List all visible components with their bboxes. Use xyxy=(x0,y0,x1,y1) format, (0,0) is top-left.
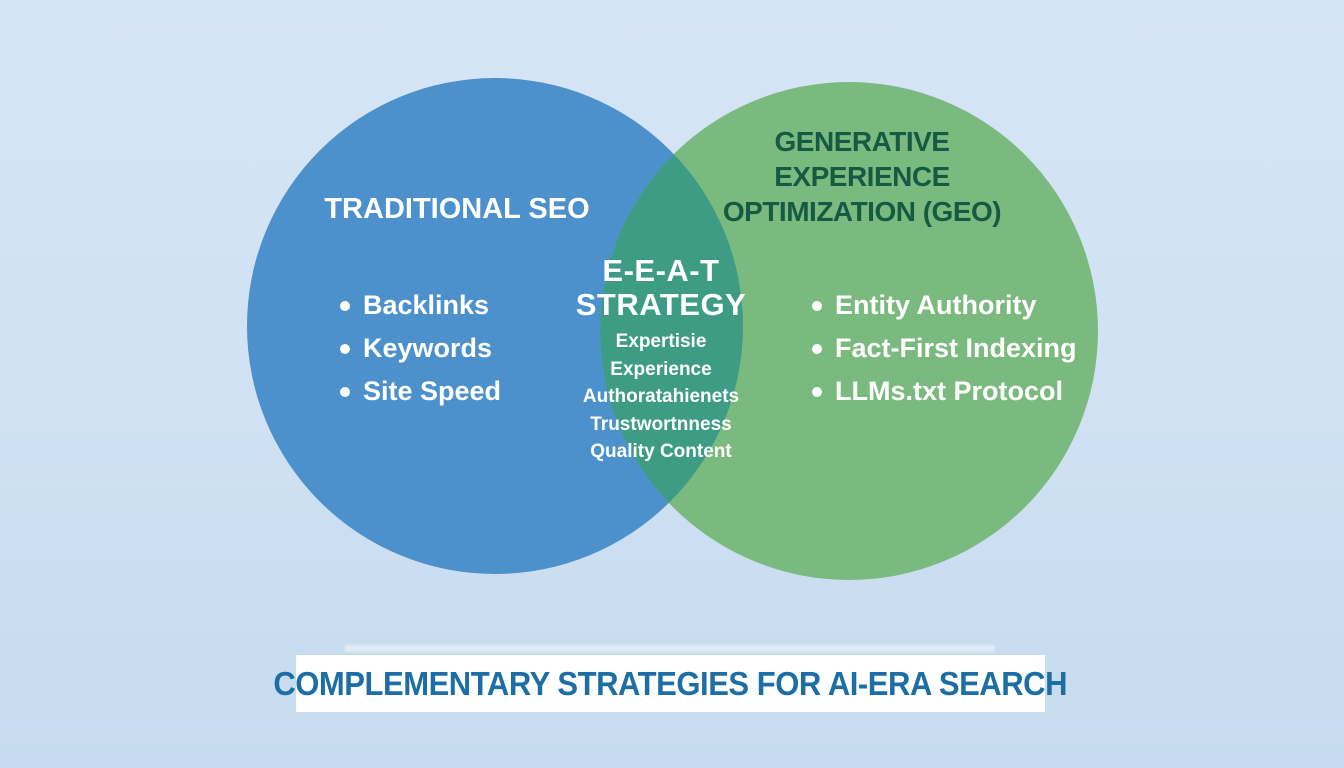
bullet-icon xyxy=(812,300,822,311)
overlap-item: Authoratahienets xyxy=(582,386,740,407)
list-item: Entity Authority xyxy=(812,284,1132,327)
list-item: LLMs.txt Protocol xyxy=(812,370,1132,413)
list-item: Keywords xyxy=(340,327,640,370)
right-title-line: EXPERIENCE xyxy=(774,161,950,192)
list-item-label: Keywords xyxy=(363,333,493,363)
overlap-title: E-E-A-T STRATEGY xyxy=(541,254,781,322)
list-item-label: Backlinks xyxy=(363,290,490,320)
overlap-title-line: STRATEGY xyxy=(575,287,747,322)
overlap-title-line: E-E-A-T xyxy=(602,253,720,288)
right-title-line: GENERATIVE xyxy=(774,126,950,157)
list-item-label: Entity Authority xyxy=(835,290,1037,320)
overlap-item: Trustwortnness xyxy=(590,413,732,435)
right-circle-list: Entity Authority Fact-First Indexing LLM… xyxy=(812,284,1132,413)
overlap-item: Quality Content xyxy=(590,441,732,462)
list-item: Backlinks xyxy=(340,284,640,327)
bullet-icon xyxy=(340,300,350,311)
left-circle-list: Backlinks Keywords Site Speed xyxy=(340,284,640,413)
bullet-icon xyxy=(812,343,822,354)
overlap-item: Expertisie xyxy=(615,331,707,352)
bullet-icon xyxy=(340,343,350,354)
list-item-label: Site Speed xyxy=(363,376,502,406)
list-item-label: LLMs.txt Protocol xyxy=(835,376,1063,406)
banner-title: COMPLEMENTARY STRATEGIES FOR AI-ERA SEAR… xyxy=(273,664,1068,702)
bullet-icon xyxy=(340,386,350,397)
left-circle-title: TRADITIONAL SEO xyxy=(324,193,590,225)
overlap-list: Expertisie Experience Authoratahienets T… xyxy=(521,328,801,466)
list-item: Site Speed xyxy=(340,370,640,413)
render-artifact xyxy=(345,645,995,652)
right-circle-title: GENERATIVE EXPERIENCE OPTIMIZATION (GEO) xyxy=(712,124,1012,229)
left-circle-traditional-seo xyxy=(247,78,743,574)
right-title-line: OPTIMIZATION (GEO) xyxy=(722,196,1002,227)
list-item-label: Fact-First Indexing xyxy=(835,333,1077,363)
overlap-item: Experience xyxy=(610,358,712,380)
title-banner: COMPLEMENTARY STRATEGIES FOR AI-ERA SEAR… xyxy=(274,655,1068,712)
list-item: Fact-First Indexing xyxy=(812,327,1132,370)
right-circle-geo xyxy=(600,82,1098,580)
bullet-icon xyxy=(812,386,822,397)
